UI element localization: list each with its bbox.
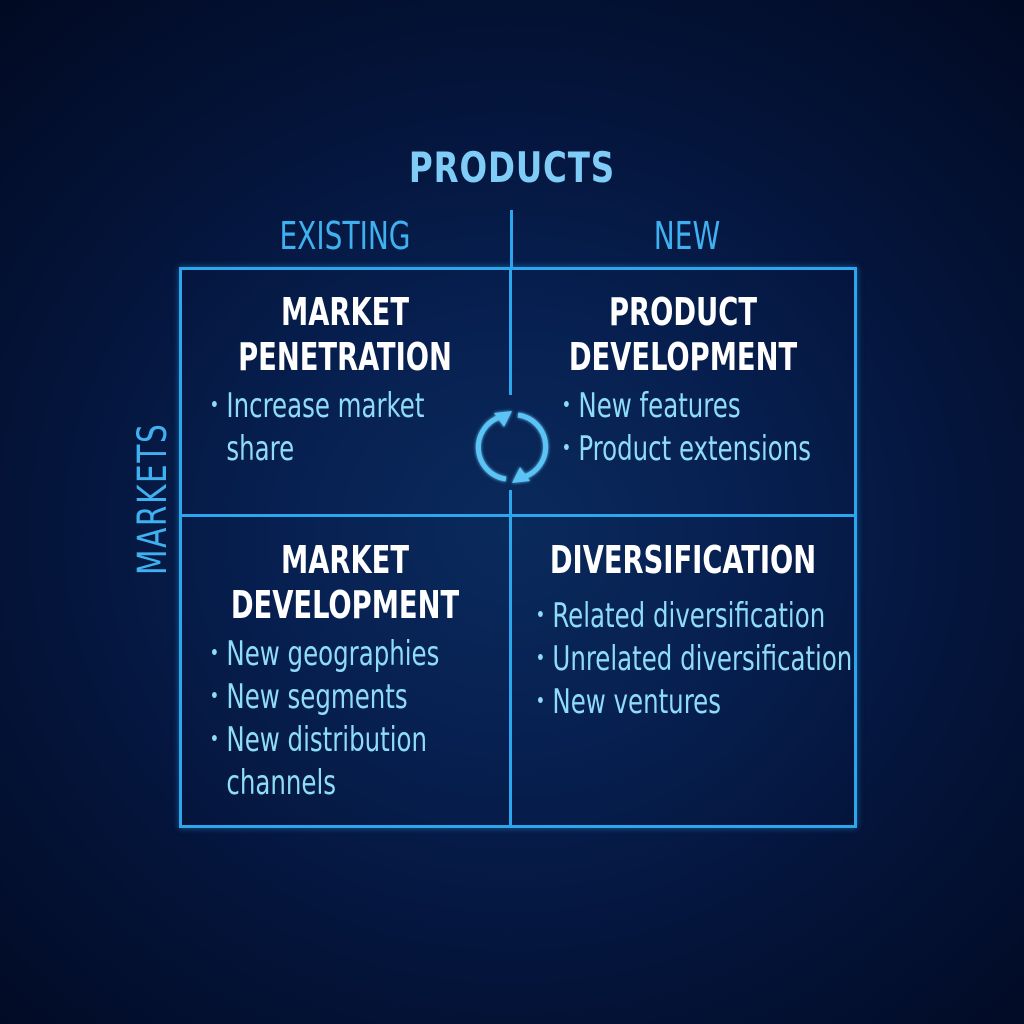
horizontal-divider: [179, 514, 857, 517]
quadrant-title-line: DEVELOPMENT: [568, 335, 798, 379]
vertical-divider-top: [509, 267, 512, 395]
bullet-icon: [538, 653, 543, 660]
quadrant-diversification: DIVERSIFICATION Related diversification …: [512, 538, 854, 724]
bullet-icon: [564, 443, 569, 450]
ansoff-matrix-grid: [179, 267, 857, 828]
list-item: New features: [564, 385, 796, 428]
vertical-divider-bottom: [509, 490, 512, 828]
cycle-arrows-icon: [470, 405, 554, 489]
quadrant-title-line: DEVELOPMENT: [230, 583, 460, 627]
quadrant-market-development: MARKET DEVELOPMENT New geographies New s…: [182, 538, 508, 805]
quadrant-title-line: PENETRATION: [238, 335, 452, 379]
column-label-new: NEW: [653, 214, 721, 258]
bullet-icon: [212, 400, 217, 407]
column-label-existing: EXISTING: [279, 214, 411, 258]
list-item: New ventures: [538, 681, 791, 724]
quadrant-market-penetration: MARKET PENETRATION Increase market share: [182, 290, 508, 471]
list-item: New segments: [212, 676, 449, 719]
bullet-icon: [538, 610, 543, 617]
bullet-icon: [564, 400, 569, 407]
bullet-icon: [538, 696, 543, 703]
list-item: Related diversification: [538, 595, 825, 638]
quadrant-title-line: MARKET: [281, 538, 409, 582]
list-item: New distribution: [212, 719, 449, 762]
quadrant-title-line: DIVERSIFICATION: [549, 538, 817, 582]
quadrant-title-line: PRODUCT: [609, 290, 757, 334]
list-item: New geographies: [212, 633, 449, 676]
markets-axis-title: MARKETS: [130, 422, 176, 575]
quadrant-title-line: MARKET: [281, 290, 409, 334]
bullet-icon: [212, 691, 217, 698]
list-item: Product extensions: [564, 428, 811, 471]
products-axis-title: PRODUCTS: [408, 143, 616, 192]
bullet-list: New features Product extensions: [564, 385, 854, 471]
bullet-icon: [212, 648, 217, 655]
list-item-continuation: share: [226, 429, 295, 469]
list-item: Increase market: [212, 385, 449, 428]
bullet-list: New geographies New segments New distrib…: [212, 633, 508, 805]
list-item: Unrelated diversification: [538, 638, 852, 681]
bullet-list: Related diversification Unrelated divers…: [538, 595, 854, 724]
quadrant-product-development: PRODUCT DEVELOPMENT New features Product…: [512, 290, 854, 471]
bullet-list: Increase market share: [212, 385, 508, 471]
list-item-continuation: channels: [226, 763, 336, 803]
bullet-icon: [212, 734, 217, 741]
header-divider: [510, 210, 513, 268]
